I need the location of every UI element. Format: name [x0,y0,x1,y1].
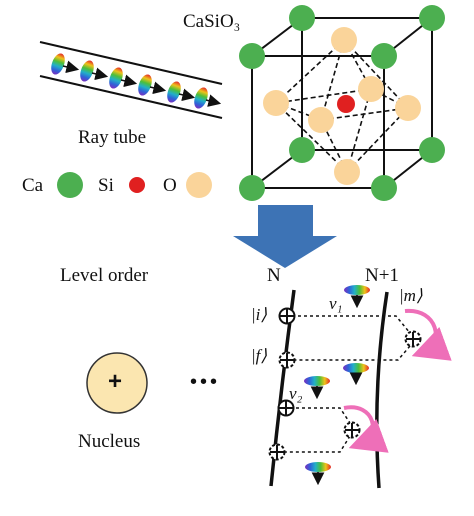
octahedron-edge [275,88,372,104]
ray-tube-label: Ray tube [78,127,147,148]
transition-arrow-lower [343,405,389,453]
legend-calcium-label: Ca [22,175,44,196]
legend-oxygen-label: O [163,175,177,196]
legend-silicon-swatch [129,177,145,193]
ray-neutrino-arrow [120,74,138,88]
transition-lines [280,315,411,453]
octahedron-edge [275,39,345,104]
neutrino-v2 [304,376,330,400]
oxygen-atom [334,159,360,185]
ray-neutrino [80,60,94,82]
crystal-formula-label: CaSiO₃ [183,11,241,32]
electron-state-i [278,307,296,325]
ellipsis: ••• [190,371,221,393]
transition-m-to-f [292,345,411,361]
neutrino-v2-label: v₂ [289,384,303,403]
transition-2-back [280,435,351,453]
ray-neutrino [51,53,65,75]
electron-state-m [404,330,422,348]
oxygen-atom [263,90,289,116]
calcium-atom [371,175,397,201]
octahedron-edge [320,107,409,121]
calcium-atom [371,43,397,69]
neutrino-v1 [344,285,370,309]
state-i-label: |i⟩ [251,305,268,324]
electron-state-2f [268,443,286,461]
transition-i-to-m [292,315,411,334]
level-order-label: Level order [60,265,149,286]
octahedron-edge [346,88,372,173]
level-order-panel [268,285,452,489]
level-n1-label: N+1 [365,265,399,286]
legend-calcium-swatch [57,172,83,198]
ray-neutrino-arrow [91,67,109,81]
electron-states [268,307,422,461]
ray-neutrino-arrow [205,94,222,107]
nucleus-circle [86,352,148,414]
electron-state-2a [277,399,295,417]
nucleus-sign: + [108,368,123,395]
oxygen-atom [331,27,357,53]
ray-tube [39,41,223,119]
electron-state-2m [343,421,361,439]
ray-neutrino [194,87,208,109]
calcium-atom [419,5,445,31]
silicon-atom [337,95,355,113]
transition-arrow-upper [404,308,452,361]
level-n1-curve [375,291,389,489]
calcium-atom [239,175,265,201]
octahedron-edge [346,107,409,173]
atom-legend [57,172,212,198]
transition-2-out [290,407,351,424]
level-n-label: N [267,265,281,286]
neutrinos [304,285,370,486]
state-f-label: |f⟩ [251,346,268,365]
nucleus [86,352,148,414]
ray-neutrino [109,67,123,89]
state-m-label: |m⟩ [399,286,423,305]
ray-neutrino-arrow [149,81,167,95]
ray-neutrino [167,81,181,103]
calcium-atom [419,137,445,163]
ray-neutrino [138,74,152,96]
calcium-atom [289,137,315,163]
ray-neutrino-arrow [178,88,196,102]
neutrino-bottom [305,462,331,486]
ray-neutrinos [51,53,222,109]
octahedron-edge [275,102,348,173]
octahedron-edge [320,39,345,121]
ray-neutrino-arrow [62,60,80,74]
ray-tube-lower-wall [39,75,223,119]
electron-state-f [278,351,296,369]
oxygen-atom [395,95,421,121]
oxygen-atom [358,76,384,102]
nucleus-label: Nucleus [78,431,141,452]
calcium-atom [289,5,315,31]
calcium-atom [239,43,265,69]
ray-tube-upper-wall [39,41,223,85]
neutrino-v1-label: v₁ [329,294,343,313]
legend-silicon-label: Si [98,175,114,196]
process-arrow [233,205,337,268]
neutrino-f [343,363,369,386]
legend-oxygen-swatch [186,172,212,198]
crystal-atoms [239,5,445,201]
oxygen-atom [308,107,334,133]
